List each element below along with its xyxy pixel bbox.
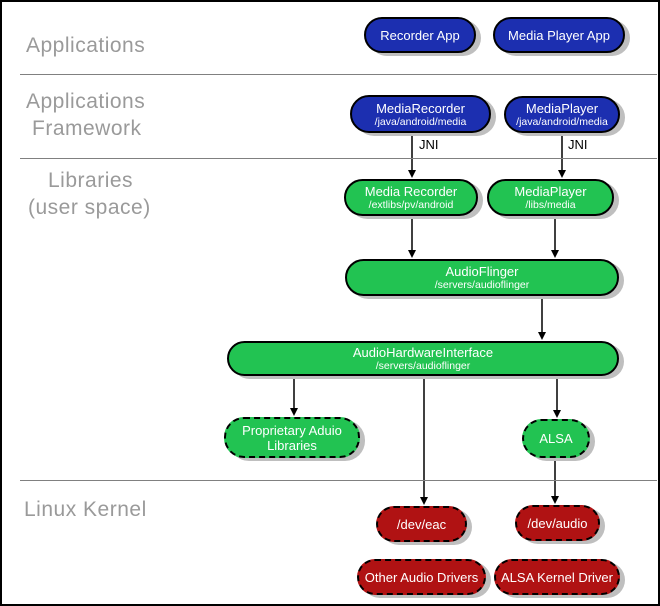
section-label-applications: Applications [26,34,146,57]
jni-label-right: JNI [568,137,588,152]
node-label-line1: Proprietary Aduio [242,422,342,438]
node-media-recorder-lib: Media Recorder /extlibs/pv/android [344,179,478,216]
node-label: /dev/eac [396,516,447,532]
node-audioflinger: AudioFlinger /servers/audioflinger [345,259,619,296]
node-title: AudioHardwareInterface [352,345,494,360]
node-proprietary-audio-libraries: Proprietary Aduio Libraries [224,417,360,458]
node-title: Media Recorder [364,184,458,199]
jni-label-left: JNI [419,137,439,152]
node-recorder-app: Recorder App [364,17,476,53]
node-audiohardwareinterface: AudioHardwareInterface /servers/audiofli… [227,341,619,376]
section-label-framework: Applications Framework [26,90,146,140]
divider-framework-libraries [20,158,657,159]
node-path: /libs/media [525,199,576,211]
node-path: /java/android/media [374,115,467,128]
node-path: /java/android/media [516,116,608,128]
divider-applications-framework [20,74,657,75]
section-label-libraries: Libraries (user space) [28,169,151,219]
node-title: MediaPlayer [525,101,599,116]
node-alsa-kernel-driver: ALSA Kernel Driver [494,559,620,595]
node-mediaplayer-framework: MediaPlayer /java/android/media [504,96,620,133]
node-mediarecorder-framework: MediaRecorder /java/android/media [350,95,491,133]
divider-libraries-kernel [20,480,657,481]
node-label: Other Audio Drivers [364,569,479,585]
node-path: /extlibs/pv/android [368,199,454,211]
node-title: MediaPlayer [514,184,587,199]
node-label: Recorder App [380,27,460,43]
node-media-player-app: Media Player App [493,17,625,53]
node-label: /dev/audio [527,515,588,531]
node-path: /servers/audioflinger [375,360,471,372]
node-dev-audio: /dev/audio [515,505,600,541]
node-label: ALSA [539,431,573,446]
node-other-audio-drivers: Other Audio Drivers [357,559,486,595]
node-path: /servers/audioflinger [434,279,530,291]
node-label-line2: Libraries [267,437,317,453]
node-mediaplayer-lib: MediaPlayer /libs/media [487,179,614,216]
node-dev-eac: /dev/eac [376,506,467,542]
node-label: ALSA Kernel Driver [501,569,613,585]
node-title: MediaRecorder [376,100,465,116]
node-label: Media Player App [508,27,610,43]
node-title: AudioFlinger [445,264,519,279]
node-alsa: ALSA [522,419,590,458]
section-label-linux-kernel: Linux Kernel [24,498,147,521]
